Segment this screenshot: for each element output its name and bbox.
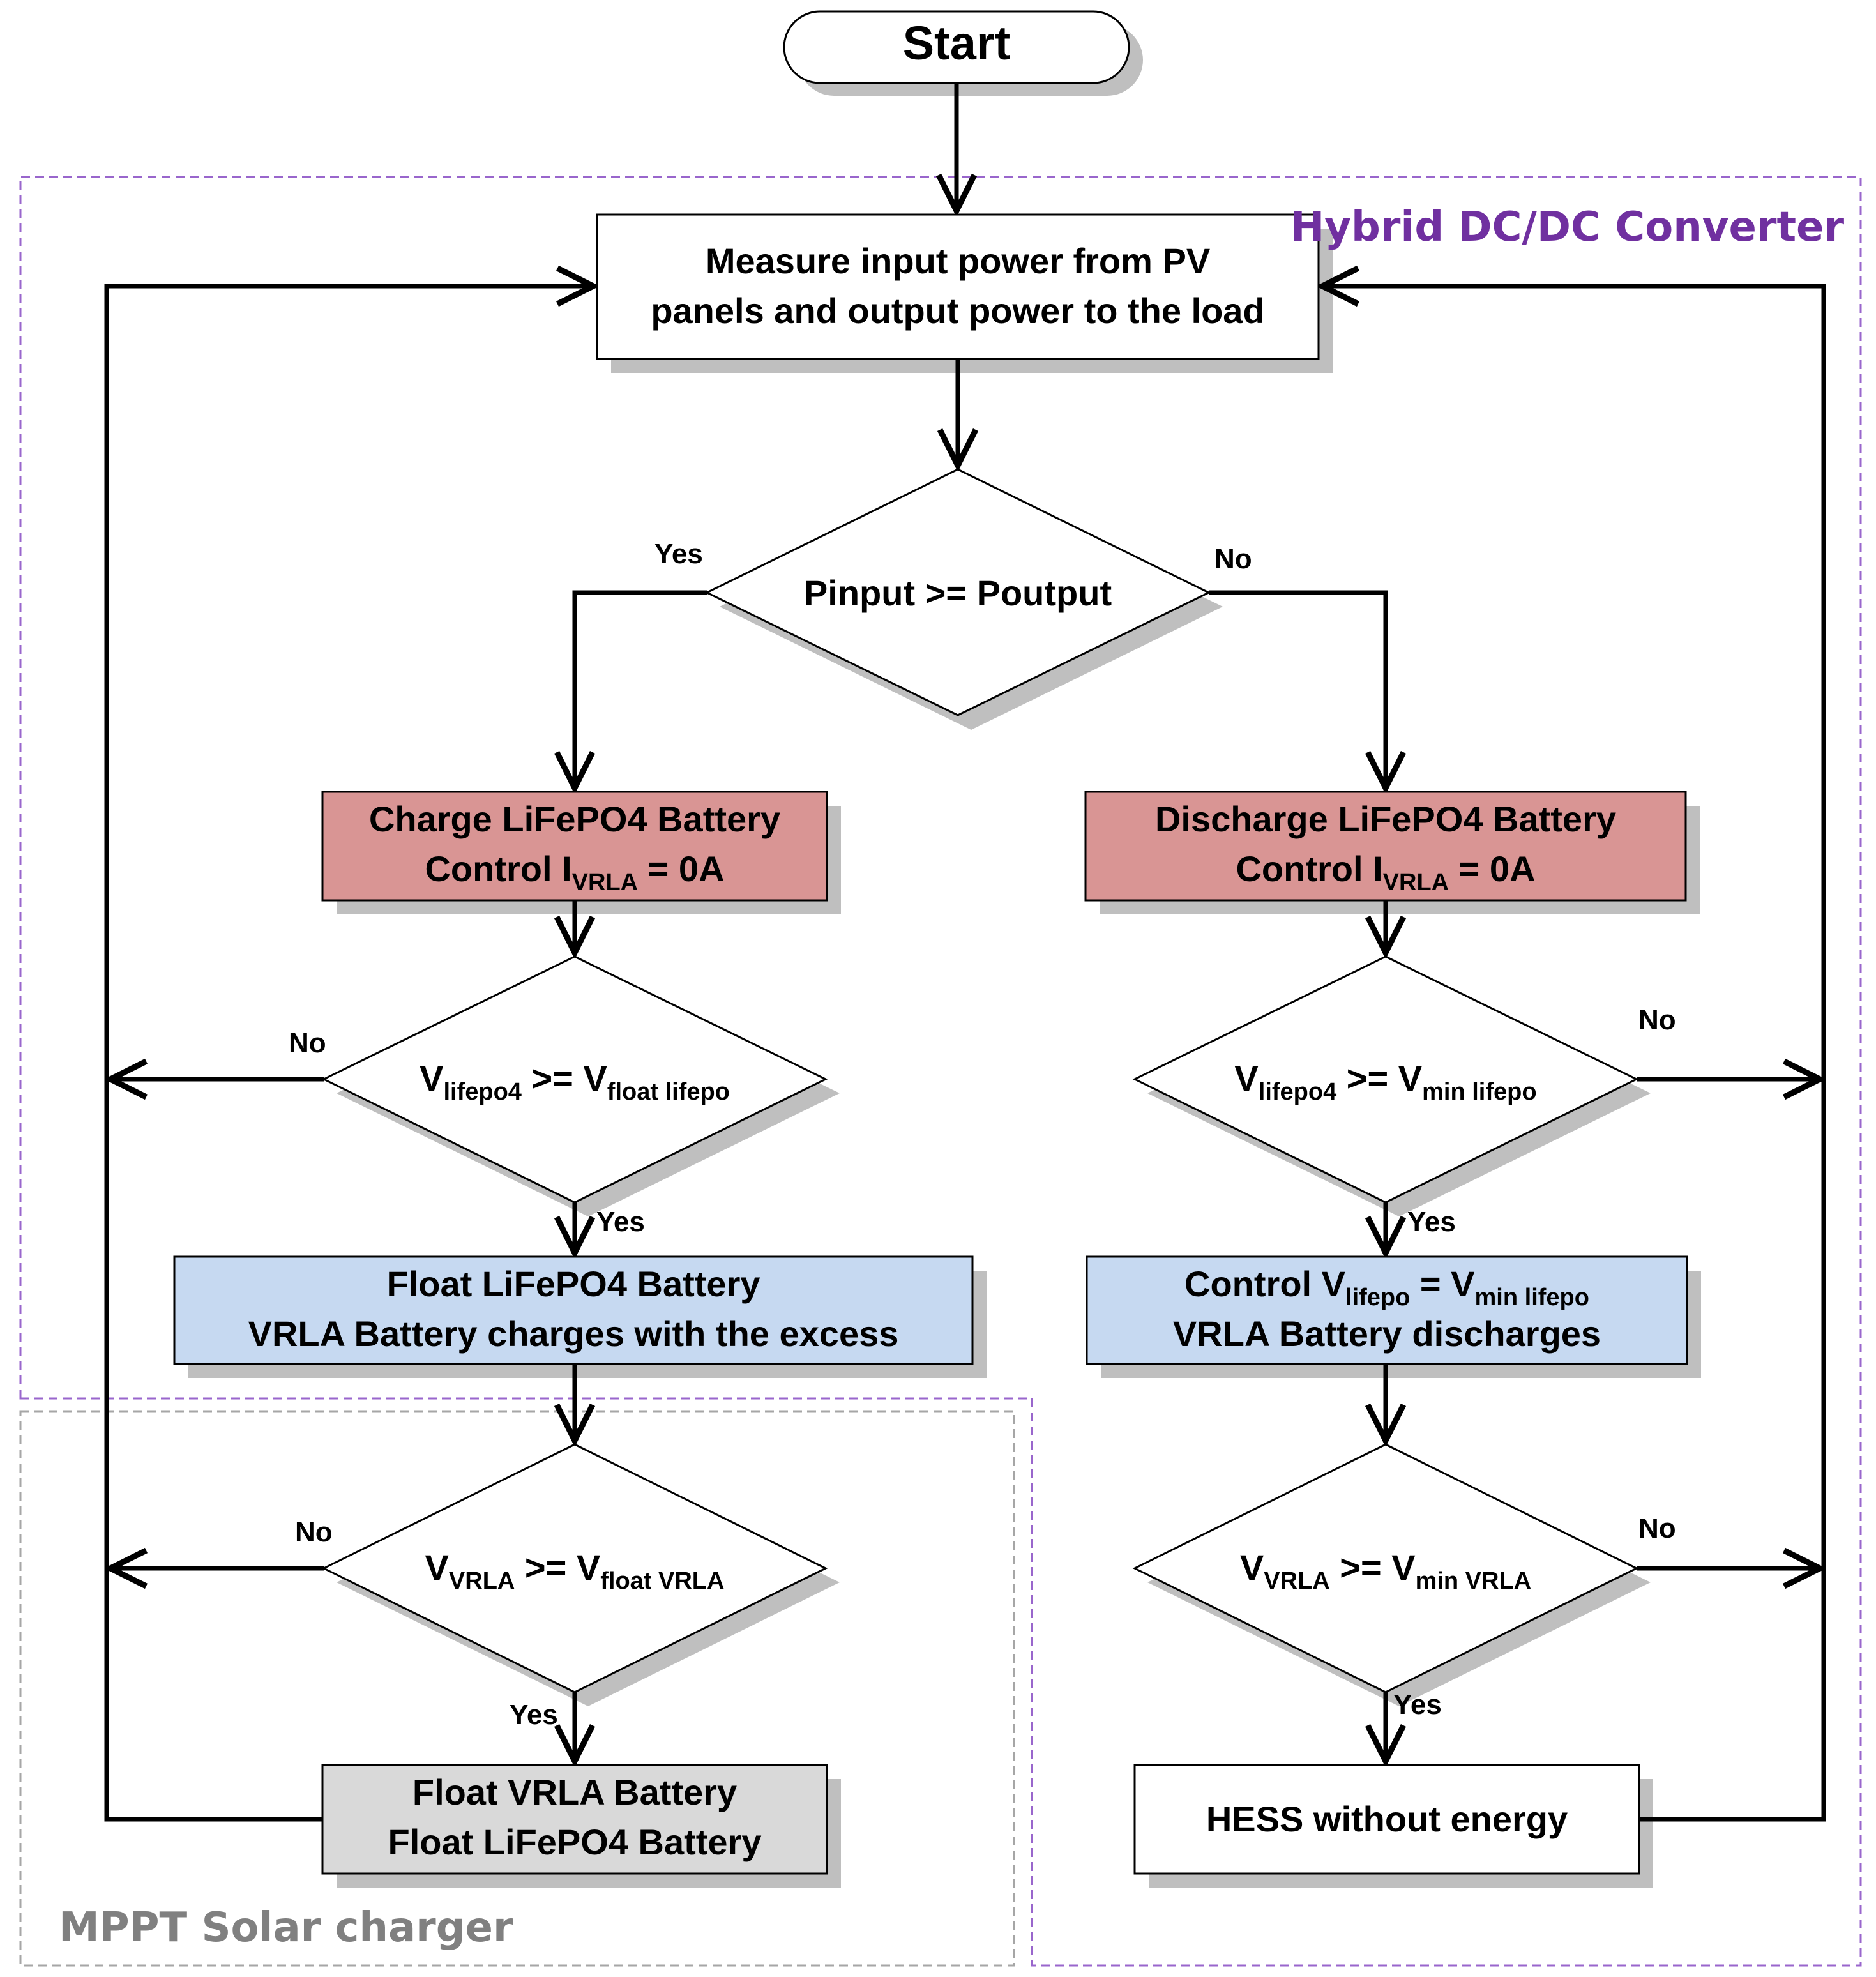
charge-lifepo4-line2: Control IVRLA = 0A [425, 849, 724, 896]
decision-min-lifepo-label: Vlifepo4 >= Vmin lifepo [1234, 1058, 1536, 1105]
hybrid-region-title: Hybrid DC/DC Converter [1290, 204, 1845, 251]
decision-min-lifepo: Vlifepo4 >= Vmin lifepo [1132, 955, 1651, 1216]
control-vlifepo-node: Control Vlifepo = Vmin lifepo VRLA Batte… [1086, 1255, 1701, 1378]
discharge-lifepo4-line2: Control IVRLA = 0A [1236, 849, 1535, 896]
decision-power: Pinput >= Poutput [704, 468, 1223, 730]
decision-float-lifepo: Vlifepo4 >= Vfloat lifepo [321, 955, 840, 1216]
loop-right [1322, 286, 1826, 1822]
float-lifepo4-line1: Float LiFePO4 Battery [386, 1264, 760, 1304]
float-both-node: Float VRLA Battery Float LiFePO4 Battery [321, 1764, 841, 1888]
float-both-line2: Float LiFePO4 Battery [388, 1822, 761, 1862]
label-min-vrla-yes: Yes [1393, 1689, 1442, 1720]
label-float-vrla-no: No [295, 1517, 333, 1548]
label-float-vrla-yes: Yes [510, 1699, 558, 1731]
label-float-lifepo-no: No [289, 1027, 326, 1059]
label-power-no: No [1214, 543, 1252, 575]
start-node: Start [783, 10, 1143, 96]
decision-float-vrla: VVRLA >= Vfloat VRLA [321, 1443, 840, 1706]
arrow-power-yes [575, 590, 707, 788]
discharge-lifepo4-node: Discharge LiFePO4 Battery Control IVRLA … [1084, 791, 1700, 914]
float-lifepo4-line2: VRLA Battery charges with the excess [248, 1314, 899, 1354]
label-min-lifepo-yes: Yes [1407, 1206, 1456, 1238]
start-label: Start [903, 17, 1011, 70]
decision-min-vrla: VVRLA >= Vmin VRLA [1132, 1443, 1651, 1706]
decision-float-lifepo-label: Vlifepo4 >= Vfloat lifepo [420, 1058, 730, 1105]
decision-power-label: Pinput >= Poutput [804, 573, 1112, 613]
mppt-region-title: MPPT Solar charger [59, 1904, 513, 1951]
connectors [104, 83, 1826, 1822]
arrow-power-no [1209, 590, 1386, 788]
hess-node: HESS without energy [1133, 1764, 1653, 1888]
float-lifepo4-node: Float LiFePO4 Battery VRLA Battery charg… [173, 1255, 987, 1378]
float-both-line1: Float VRLA Battery [412, 1772, 737, 1812]
loop-left [104, 286, 593, 1822]
charge-lifepo4-node: Charge LiFePO4 Battery Control IVRLA = 0… [321, 791, 841, 914]
charge-lifepo4-line1: Charge LiFePO4 Battery [369, 799, 780, 839]
label-float-lifepo-yes: Yes [596, 1206, 645, 1238]
control-vlifepo-line2: VRLA Battery discharges [1173, 1314, 1601, 1354]
measure-node: Measure input power from PV panels and o… [596, 213, 1333, 373]
measure-line2: panels and output power to the load [651, 291, 1264, 331]
hess-label: HESS without energy [1206, 1799, 1568, 1839]
mppt-region [19, 1410, 1015, 1967]
decision-min-vrla-label: VVRLA >= Vmin VRLA [1240, 1547, 1531, 1594]
hybrid-region [19, 176, 1862, 1967]
discharge-lifepo4-line1: Discharge LiFePO4 Battery [1155, 799, 1616, 839]
label-min-vrla-no: No [1638, 1513, 1676, 1544]
decision-float-vrla-label: VVRLA >= Vfloat VRLA [425, 1547, 725, 1594]
measure-line1: Measure input power from PV [706, 241, 1210, 281]
control-vlifepo-line1: Control Vlifepo = Vmin lifepo [1184, 1264, 1589, 1311]
edge-labels: Yes No No Yes No Yes No Yes No Yes [289, 538, 1676, 1731]
label-min-lifepo-no: No [1638, 1004, 1676, 1036]
label-power-yes: Yes [654, 538, 703, 570]
